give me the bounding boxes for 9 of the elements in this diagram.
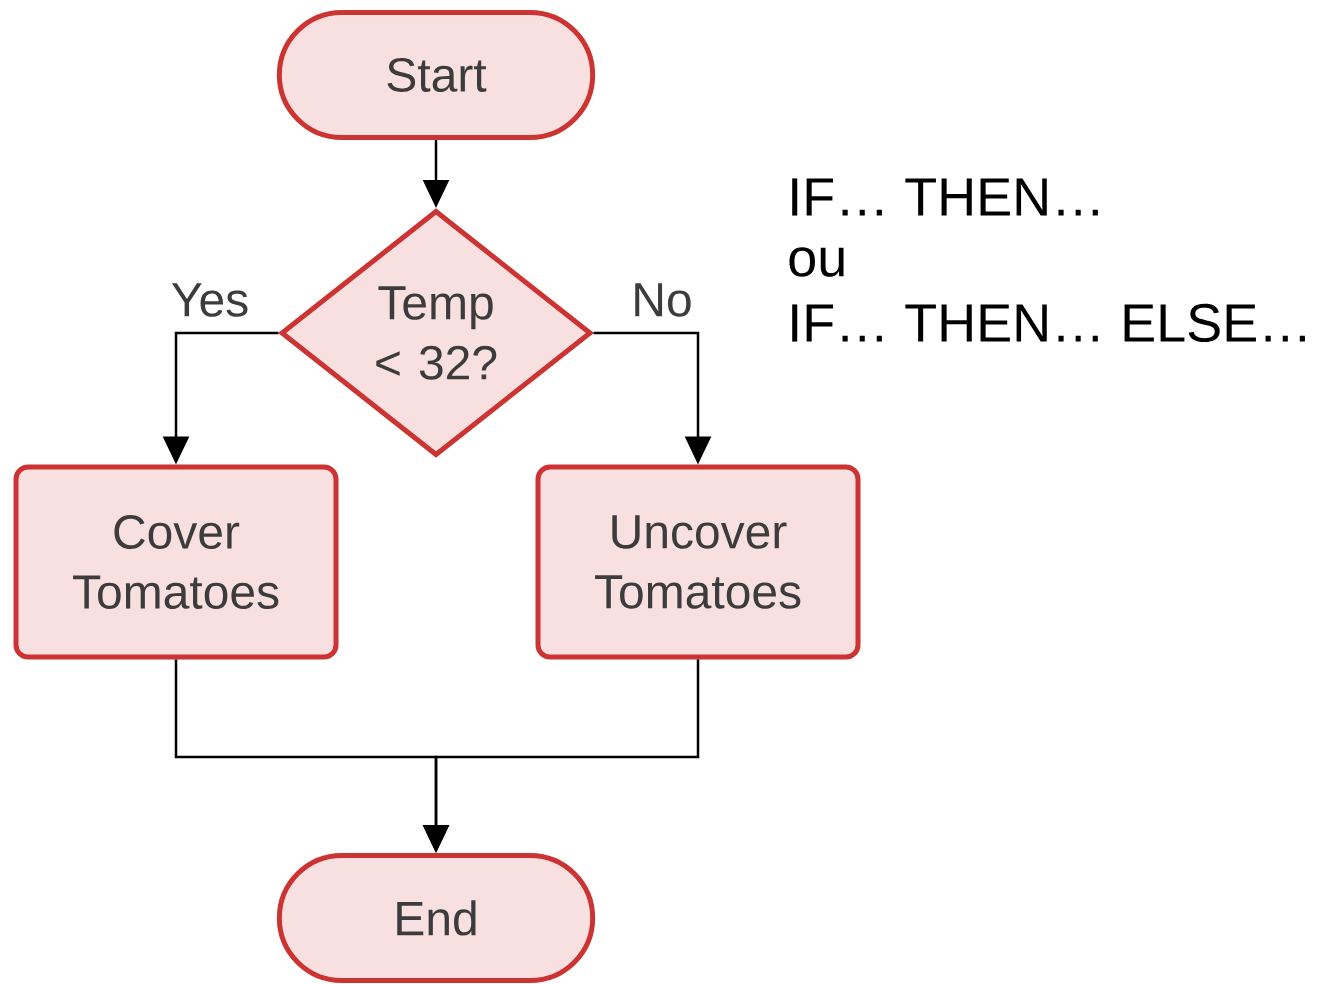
process-box: Uncover Tomatoes: [535, 464, 861, 660]
process-box: Cover Tomatoes: [13, 464, 339, 660]
edge-label: No: [629, 281, 695, 319]
edge-label: Yes: [168, 281, 252, 319]
note-text: IF… THEN… ELSE…: [792, 303, 1305, 343]
note-text: IF… THEN…: [792, 178, 1098, 216]
terminal-box: Start: [276, 10, 596, 140]
note-text: ou: [789, 247, 844, 277]
terminal-box: End: [276, 853, 596, 983]
